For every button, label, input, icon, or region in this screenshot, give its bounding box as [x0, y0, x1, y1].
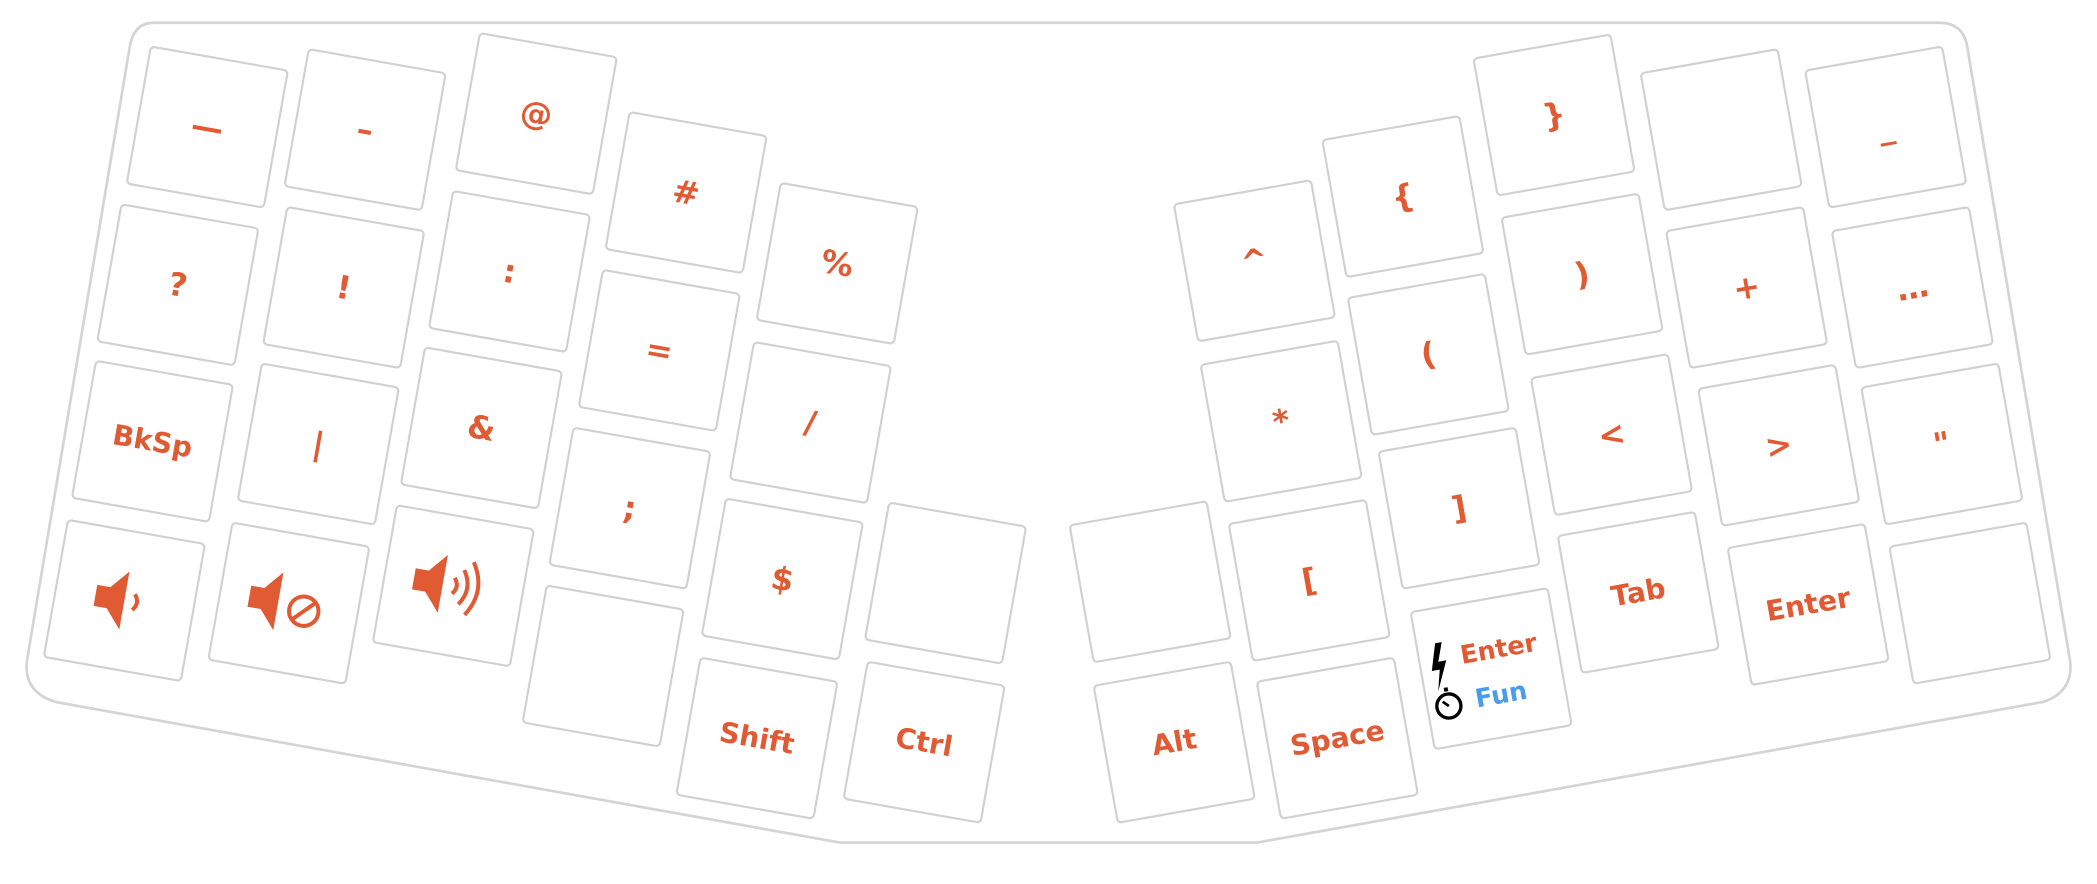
- key-right-r1c2[interactable]: ): [1501, 193, 1664, 356]
- key-left-r3c3[interactable]: [522, 585, 685, 748]
- key-label: !: [333, 268, 354, 308]
- key-left-r1c4[interactable]: /: [729, 341, 892, 504]
- key-shift[interactable]: Shift: [675, 657, 838, 820]
- key-left-r1c3[interactable]: =: [578, 269, 741, 432]
- stopwatch-icon: [1435, 687, 1463, 720]
- key-enter[interactable]: Enter: [1727, 523, 1890, 686]
- key-label: _: [1874, 107, 1897, 147]
- key-right-r2c4[interactable]: ": [1860, 363, 2023, 526]
- key-left-r1c0[interactable]: ?: [96, 203, 259, 366]
- key-volume-down[interactable]: [43, 519, 206, 682]
- key-label: ": [1930, 424, 1953, 464]
- key-right-r2c3[interactable]: >: [1697, 364, 1860, 527]
- key-label: +: [1730, 266, 1763, 308]
- key-left-r0c2[interactable]: @: [455, 32, 618, 195]
- key-left-r0c0[interactable]: —: [126, 46, 289, 209]
- key-right-r3c4[interactable]: [1888, 522, 2051, 685]
- key-label: —: [188, 106, 226, 149]
- key-left-r0c1[interactable]: –: [284, 48, 447, 211]
- key-label: –: [354, 110, 376, 150]
- key-label: ^: [1238, 240, 1271, 282]
- key-left-r2c4[interactable]: $: [701, 498, 864, 661]
- key-label: ): [1572, 254, 1593, 294]
- key-ctrl[interactable]: Ctrl: [843, 661, 1006, 824]
- key-left-r1c2[interactable]: :: [428, 190, 591, 353]
- key-label: <: [1595, 414, 1628, 456]
- key-volume-up[interactable]: [372, 504, 535, 667]
- key-label: ]: [1449, 488, 1470, 528]
- key-label: &: [464, 407, 498, 449]
- key-right-r1c4[interactable]: …: [1831, 206, 1994, 369]
- key-volume-mute[interactable]: [207, 522, 370, 685]
- key-label: #: [670, 172, 703, 214]
- key-label: @: [517, 92, 555, 135]
- lightning-icon: [1431, 642, 1447, 692]
- key-label: %: [818, 242, 856, 285]
- key-left-r1c1[interactable]: !: [262, 206, 425, 369]
- key-tab[interactable]: Tab: [1557, 511, 1720, 674]
- volume-up-icon: [412, 554, 481, 617]
- key-label: Alt: [1149, 722, 1199, 762]
- key-right-thumb-0[interactable]: [1069, 500, 1232, 663]
- volume-down-icon: [93, 571, 140, 630]
- key-label: =: [643, 329, 676, 371]
- key-right-r1c1[interactable]: (: [1347, 273, 1510, 436]
- key-label: [: [1299, 560, 1320, 600]
- key-right-r0c4[interactable]: _: [1804, 46, 1967, 209]
- key-right-r2c1[interactable]: ]: [1378, 427, 1541, 590]
- key-left-r2c2[interactable]: &: [400, 346, 563, 509]
- key-left-r2c1[interactable]: |: [237, 363, 400, 526]
- key-right-r0c3[interactable]: [1640, 48, 1803, 211]
- key-enter-fun-combo[interactable]: Enter Fun: [1410, 587, 1573, 750]
- key-label: >: [1762, 424, 1795, 466]
- key-left-thumb-0[interactable]: [864, 502, 1027, 665]
- key-right-r1c3[interactable]: +: [1665, 206, 1828, 369]
- key-right-r0c1[interactable]: {: [1321, 115, 1484, 278]
- key-left-r0c3[interactable]: #: [605, 111, 768, 274]
- key-right-r1c0[interactable]: *: [1200, 340, 1363, 503]
- key-right-r0c2[interactable]: }: [1473, 34, 1636, 197]
- key-left-r0c4[interactable]: %: [756, 182, 919, 345]
- key-right-r2c0[interactable]: [: [1228, 499, 1391, 662]
- key-space[interactable]: Space: [1256, 657, 1419, 820]
- key-label: *: [1270, 401, 1293, 441]
- key-label: …: [1893, 266, 1931, 309]
- key-left-r2c0[interactable]: BkSp: [71, 360, 234, 523]
- key-alt[interactable]: Alt: [1093, 661, 1256, 824]
- key-left-r2c3[interactable]: ;: [548, 427, 711, 590]
- key-right-r2c2[interactable]: <: [1530, 353, 1693, 516]
- key-label: (: [1418, 334, 1439, 374]
- volume-mute-icon: [247, 572, 321, 631]
- key-right-r0c0[interactable]: ^: [1173, 179, 1336, 342]
